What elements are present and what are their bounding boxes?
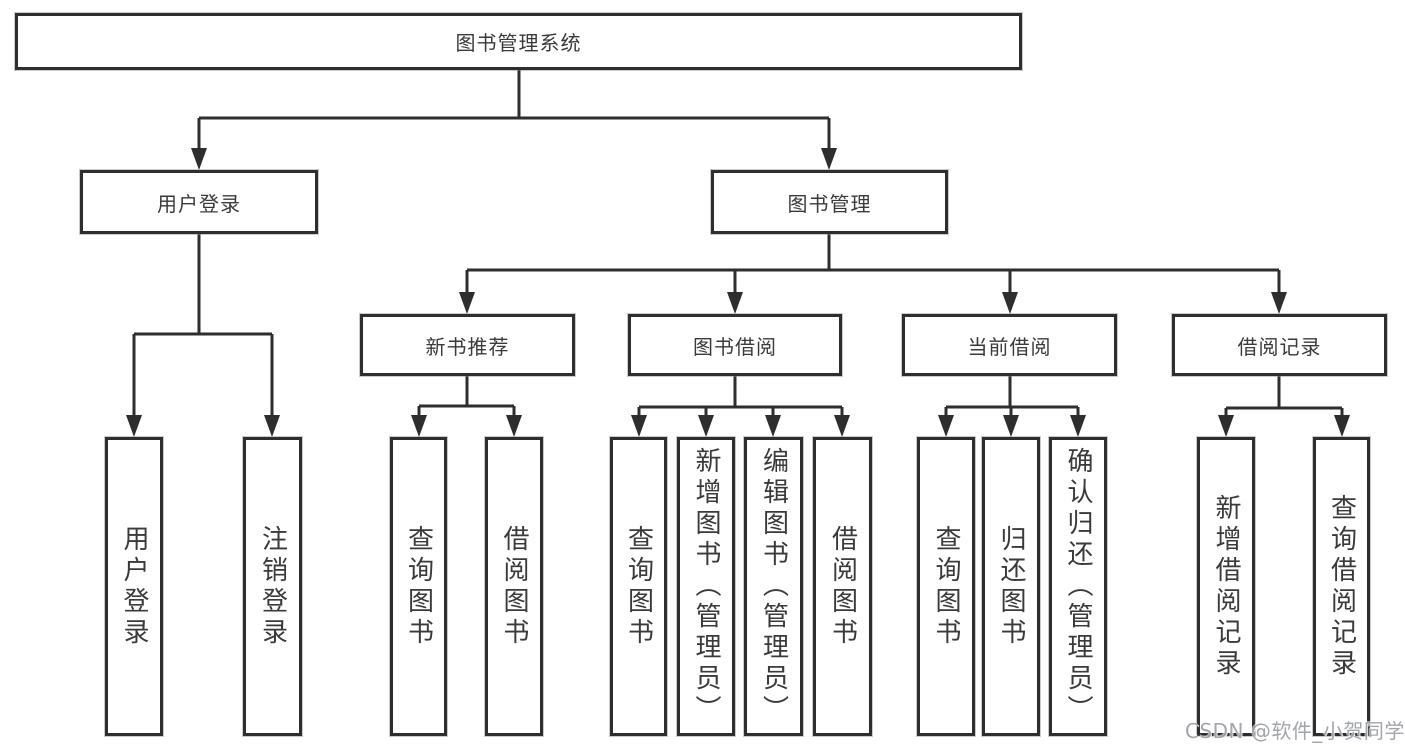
leaf-query-borrow-record: 查询借阅记录 (1313, 437, 1370, 736)
leaf-confirm-return-admin-label: 确认归还（管理员） (1063, 447, 1093, 726)
leaf-add-borrow-record-label: 新增借阅记录 (1211, 493, 1241, 680)
node-new-book-recommendation-label: 新书推荐 (425, 334, 510, 359)
leaf-confirm-return-admin: 确认归还（管理员） (1049, 437, 1107, 736)
leaf-add-books-admin: 新增图书（管理员） (677, 437, 735, 736)
leaf-add-books-admin-label: 新增图书（管理员） (691, 447, 721, 726)
leaf-edit-books-admin: 编辑图书（管理员） (744, 437, 803, 736)
node-borrowing-records-label: 借阅记录 (1237, 334, 1322, 359)
leaf-user-login-label: 用户登录 (119, 524, 149, 649)
leaf-query-borrow-record-label: 查询借阅记录 (1326, 493, 1357, 680)
leaf-query-books-2: 查询图书 (610, 437, 667, 736)
node-new-book-recommendation: 新书推荐 (360, 314, 575, 376)
node-user-login-label: 用户登录 (157, 191, 241, 216)
leaf-borrow-books-1: 借阅图书 (485, 437, 543, 736)
node-user-login: 用户登录 (80, 170, 318, 234)
node-book-borrowing-label: 图书借阅 (693, 334, 777, 359)
leaf-borrow-books-1-label: 借阅图书 (499, 524, 529, 649)
node-current-borrowing-label: 当前借阅 (967, 334, 1052, 359)
leaf-borrow-books-2-label: 借阅图书 (827, 524, 858, 649)
leaf-return-books-label: 归还图书 (996, 524, 1026, 649)
leaf-edit-books-admin-label: 编辑图书（管理员） (758, 447, 789, 726)
node-library-management-system: 图书管理系统 (15, 13, 1022, 70)
leaf-logout-label: 注销登录 (257, 524, 288, 649)
leaf-add-borrow-record: 新增借阅记录 (1197, 437, 1255, 736)
leaf-query-books-1-label: 查询图书 (403, 524, 434, 649)
leaf-return-books: 归还图书 (982, 437, 1040, 736)
node-book-management-label: 图书管理 (787, 191, 872, 216)
leaf-query-books-3-label: 查询图书 (931, 524, 961, 649)
leaf-user-login: 用户登录 (105, 437, 163, 736)
leaf-query-books-3: 查询图书 (917, 437, 975, 736)
node-borrowing-records: 借阅记录 (1172, 314, 1387, 376)
leaf-query-books-1: 查询图书 (390, 437, 447, 736)
leaf-logout: 注销登录 (243, 437, 302, 736)
csdn-watermark: CSDN @软件_小贺同学 (1185, 719, 1405, 743)
node-current-borrowing: 当前借阅 (902, 314, 1117, 376)
node-library-management-system-label: 图书管理系统 (455, 31, 582, 55)
leaf-borrow-books-2: 借阅图书 (813, 437, 872, 736)
node-book-management: 图书管理 (711, 170, 948, 234)
node-book-borrowing: 图书借阅 (628, 314, 842, 376)
leaf-query-books-2-label: 查询图书 (623, 524, 654, 649)
